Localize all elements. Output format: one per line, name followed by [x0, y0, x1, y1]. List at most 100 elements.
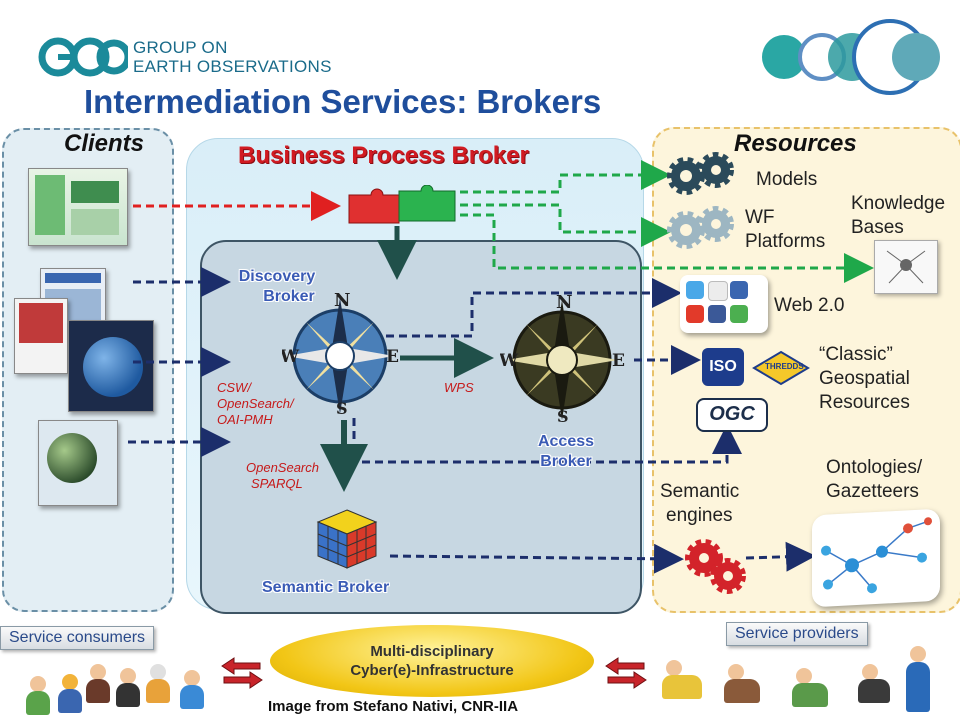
models-gears-icon: [664, 150, 744, 198]
resources-heading: Resources: [734, 130, 857, 157]
provider-avatar-2: [722, 664, 766, 704]
engines-to-ontologies-arrow: [745, 541, 816, 572]
consumer-avatar-2: [56, 674, 84, 714]
ontologies-label-line-2: Gazetteers: [826, 481, 919, 502]
protocol-csw: CSW/: [217, 380, 251, 395]
wf-platforms-gears-icon: [664, 204, 744, 252]
protocol-wps: WPS: [444, 380, 474, 395]
bpb-to-wf-arrow: [460, 203, 671, 247]
discovery-broker-label-line-1: Discovery: [238, 268, 316, 285]
web20-icons: [680, 275, 768, 333]
classic-label-line-2: Geospatial: [819, 368, 910, 389]
bpb-to-models-arrow: [460, 160, 671, 194]
provider-avatar-1: [660, 660, 710, 700]
iso-logo: ISO: [702, 348, 744, 386]
svg-text:N: N: [334, 290, 350, 311]
semantic-engines-label: Semantic engines: [660, 480, 739, 528]
classic-label-line-3: Resources: [819, 392, 910, 413]
access-compass-icon: N S W E: [498, 292, 630, 426]
service-providers-label: Service providers: [726, 622, 868, 646]
discovery-protocols-label: CSW/ OpenSearch/ OAI-PMH: [217, 380, 294, 428]
clients-heading: Clients: [64, 130, 145, 157]
broker-inner-panel: [200, 240, 642, 614]
consumer-avatar-1: [24, 676, 52, 716]
provider-avatar-4: [856, 664, 896, 704]
service-consumers-label: Service consumers: [0, 626, 155, 650]
svg-text:N: N: [556, 292, 572, 313]
classic-label-line-1: “Classic”: [819, 344, 893, 365]
protocol-sparql: SPARQL: [251, 476, 303, 491]
cyber-label-line-1: Multi-disciplinary: [370, 643, 494, 660]
ontology-graph-icon: [812, 508, 940, 608]
decorative-circles: [750, 12, 950, 102]
semantic-engines-label-line-2: engines: [666, 505, 733, 526]
web20-label: Web 2.0: [774, 295, 845, 316]
thredds-logo: THREDDS: [752, 350, 810, 386]
discovery-broker-label-line-2: Broker: [263, 288, 315, 305]
svg-text:W: W: [500, 351, 519, 371]
image-credit: Image from Stefano Nativi, CNR-IIA: [268, 698, 519, 715]
svg-text:S: S: [336, 399, 348, 418]
iso-label: ISO: [709, 358, 737, 375]
knowledge-bases-label: Knowledge Bases: [851, 192, 945, 240]
cyber-infrastructure: Multi-disciplinary Cyber(e)-Infrastructu…: [270, 625, 594, 697]
logo-line-2: EARTH OBSERVATIONS: [133, 57, 332, 76]
ogc-logo: OGC: [696, 398, 768, 432]
client-thumbnail-5: [38, 420, 118, 506]
svg-text:S: S: [557, 407, 569, 426]
bpb-to-knowledge-arrow: [460, 213, 874, 283]
models-label: Models: [756, 169, 818, 190]
circles-decoration-icon: [762, 19, 940, 95]
classic-geospatial-label: “Classic” Geospatial Resources: [819, 343, 910, 415]
discovery-compass-icon: N S W E: [279, 290, 402, 420]
consumer-avatar-6: [178, 670, 206, 710]
consumer-avatar-5: [144, 664, 172, 704]
svg-text:W: W: [282, 347, 300, 367]
protocol-opensearch-semantic: OpenSearch: [246, 460, 319, 475]
business-process-broker-title: Business Process Broker: [238, 142, 529, 169]
protocol-oai-pmh: OAI-PMH: [217, 412, 273, 427]
client-thumbnail-4: [68, 320, 154, 412]
client-thumbnail-3: [14, 298, 68, 374]
semantic-to-engines-arrow: [389, 543, 684, 574]
ogc-label: OGC: [709, 403, 755, 425]
protocol-opensearch: OpenSearch/: [217, 396, 294, 411]
knowledge-bases-label-line-1: Knowledge: [851, 193, 946, 214]
access-broker-label: Access Broker: [528, 432, 604, 472]
provider-avatar-5: [904, 640, 944, 716]
consumer-avatar-3: [84, 664, 112, 704]
discovery-to-web20-arrow: [386, 278, 682, 338]
providers-exchange-arrows-icon: [604, 656, 648, 690]
rubik-cube-icon: [314, 506, 380, 572]
logo-line-1: GROUP ON: [133, 38, 228, 57]
access-broker-label-line-1: Access: [537, 433, 595, 450]
geo-logo: [38, 36, 132, 78]
client-thumbnail-1: [28, 168, 128, 246]
ontologies-label: Ontologies/ Gazetteers: [826, 456, 922, 504]
knowledge-base-diagram-icon: [874, 240, 938, 294]
semantic-engines-label-line-1: Semantic: [660, 481, 740, 502]
page-title: Intermediation Services: Brokers: [84, 83, 602, 120]
consumers-exchange-arrows-icon: [220, 656, 264, 690]
puzzle-icon: [345, 184, 461, 227]
svg-text:E: E: [386, 347, 399, 367]
svg-text:E: E: [612, 351, 625, 371]
discovery-to-ogc-arrow: [352, 418, 742, 464]
thredds-label: THREDDS: [765, 362, 804, 371]
logo-text: GROUP ON EARTH OBSERVATIONS: [133, 38, 332, 76]
cyber-label-line-2: Cyber(e)-Infrastructure: [350, 662, 514, 679]
knowledge-bases-label-line-2: Bases: [851, 217, 904, 238]
geo-logo-icon: [38, 37, 132, 77]
access-broker-label-line-2: Broker: [540, 453, 592, 470]
semantic-broker-label: Semantic Broker: [262, 579, 390, 596]
wf-platforms-label: WF Platforms: [745, 206, 825, 254]
semantic-engine-gears-icon: [680, 534, 750, 598]
consumer-avatar-4: [114, 668, 142, 708]
wf-platforms-label-line-2: Platforms: [745, 231, 826, 252]
provider-avatar-3: [790, 668, 834, 708]
semantic-protocols-label: OpenSearch SPARQL: [246, 460, 319, 492]
ontologies-label-line-1: Ontologies/: [826, 457, 923, 478]
discovery-broker-label: Discovery Broker: [230, 267, 324, 307]
wf-platforms-label-line-1: WF: [745, 207, 775, 228]
